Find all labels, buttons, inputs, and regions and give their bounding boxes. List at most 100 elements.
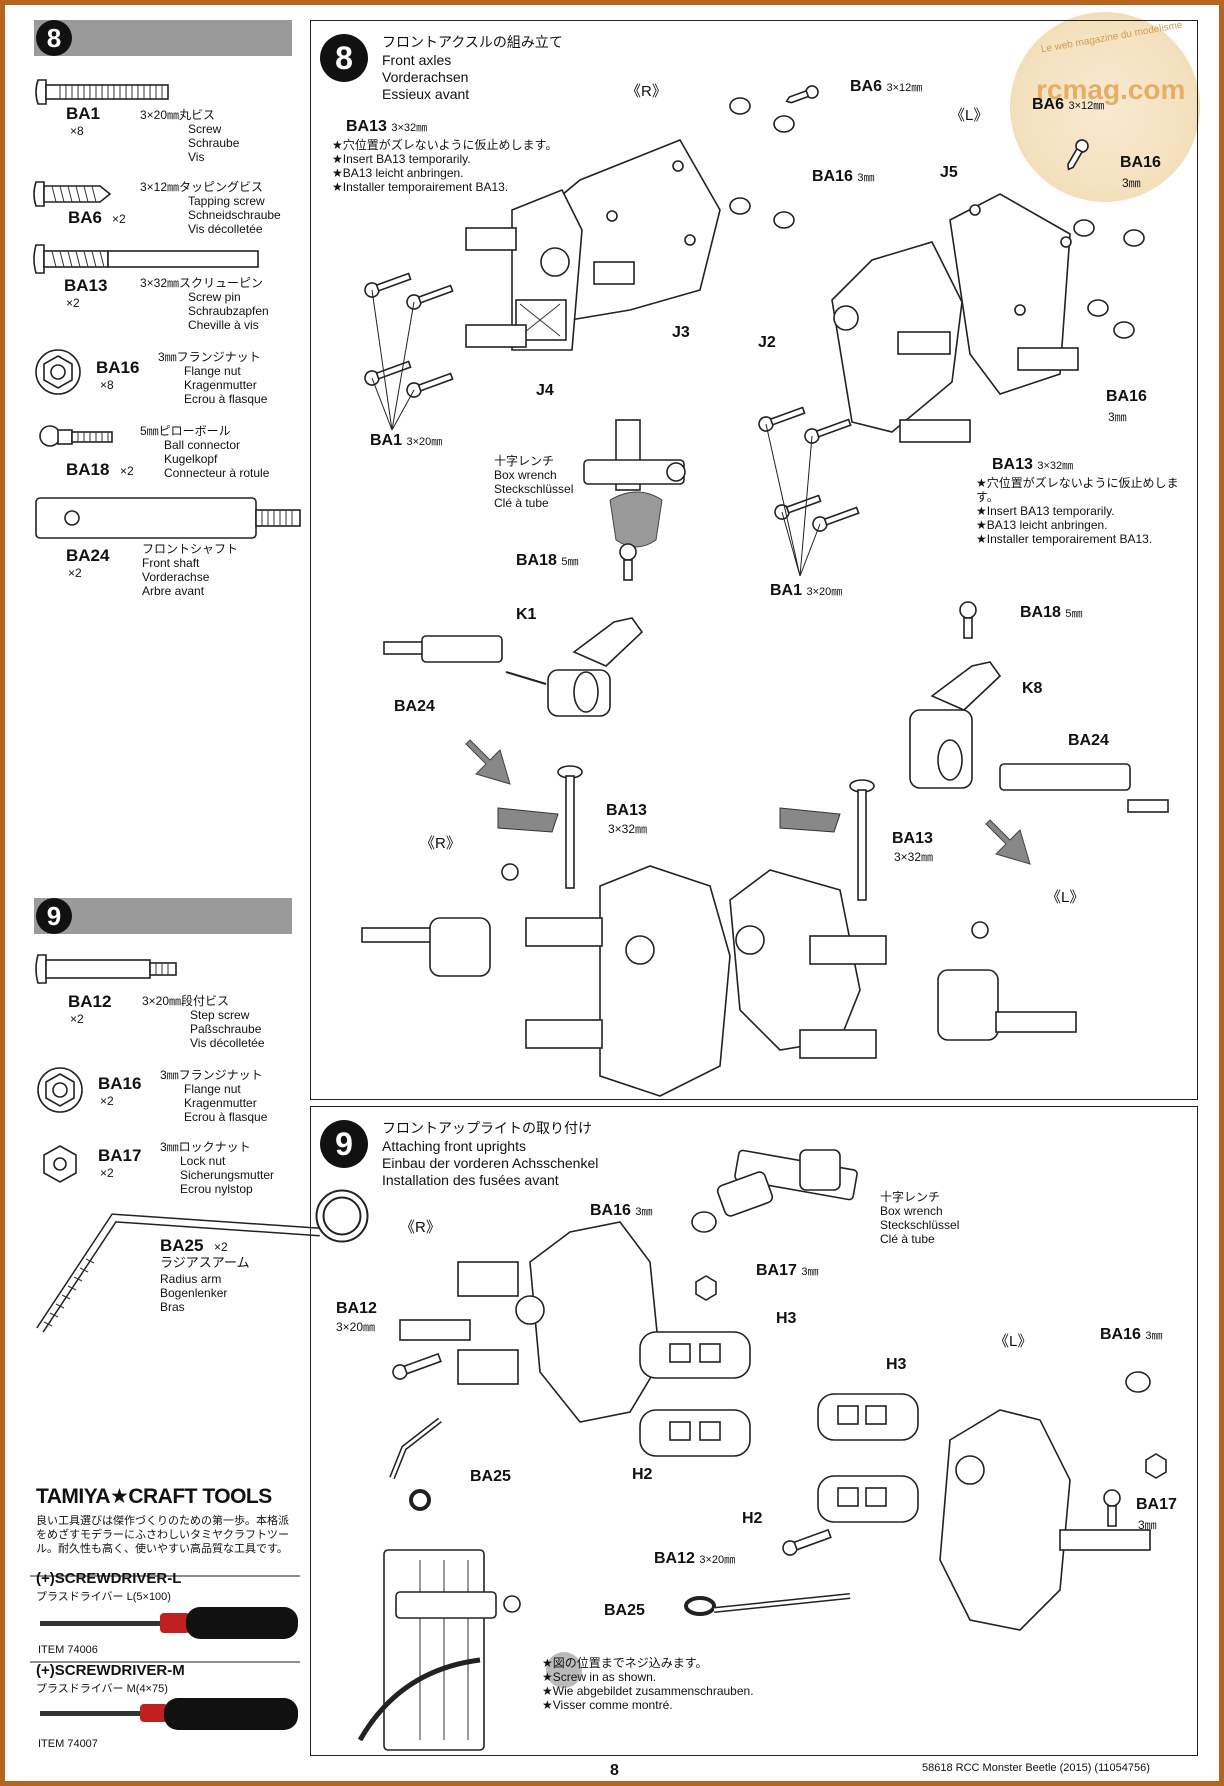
part-ba6-qty: ×2 (112, 212, 126, 226)
part-ba25-qty: ×2 (214, 1240, 228, 1254)
part-ba16b-id: BA16 (98, 1074, 142, 1093)
part-ba16-id: BA16 (96, 358, 140, 377)
grease-tube-l (779, 807, 841, 833)
sidebar8-header: 8 (34, 20, 292, 56)
ba17-nut9-l (1145, 1453, 1167, 1479)
step8-ba18-r-size: 5㎜ (561, 556, 579, 568)
part-ba13-id: BA13 (64, 276, 108, 295)
step9-ba16-l-size: 3㎜ (1145, 1330, 1163, 1342)
ba25-arm9-l (684, 1593, 851, 1616)
part-ba17-id: BA17 (98, 1146, 142, 1165)
ba17-nut9-r (695, 1275, 717, 1301)
step8-ba1-l-id: BA1 (770, 582, 803, 599)
step8-title-en: Front axles (382, 52, 452, 68)
note-l-fr: ★Installer temporairement BA13. (976, 532, 1153, 546)
step8-ba18-r: BA18 5㎜ (516, 552, 578, 570)
part-ba25-fr: Bras (160, 1300, 185, 1314)
ba12-screw9-r (392, 1352, 442, 1380)
step9-ba12-r-size: 3×20㎜ (336, 1320, 376, 1334)
step8-ba13-note-r: ★穴位置がズレないように仮止めします。 ★Insert BA13 tempora… (332, 138, 557, 194)
watermark-logo: rcmag.com Le web magazine du modelisme (1010, 12, 1200, 202)
step8-ba13-note-l: ★穴位置がズレないように仮止めします。 ★Insert BA13 tempora… (976, 476, 1188, 546)
step8-k1: K1 (516, 606, 537, 623)
wrench8-en: Box wrench (494, 468, 557, 482)
step9-wrench: 十字レンチ Box wrench Steckschlüssel Clé à tu… (880, 1190, 959, 1246)
step8-ba13-r: BA13 3×32㎜ (346, 118, 427, 136)
ba1-screws-r (364, 272, 454, 431)
step8-ba18-r-id: BA18 (516, 552, 557, 569)
step9-h2-l: H2 (742, 1510, 763, 1527)
part-ba12-jp: 3×20㎜段付ビス (142, 994, 230, 1008)
step8-ba13-r-id: BA13 (346, 118, 387, 135)
part-ba16b-en: Flange nut (184, 1082, 241, 1096)
note-l-en: ★Insert BA13 temporarily. (976, 504, 1115, 518)
part-ba6-jp: 3×12㎜タッピングビス (140, 180, 264, 194)
step8-ba1-l-size: 3×20㎜ (806, 586, 843, 598)
box-wrench-8 (583, 419, 686, 548)
lower-l-assembly (729, 869, 1077, 1059)
part-ba1-en: Screw (188, 122, 222, 136)
part-ba16-de: Kragenmutter (184, 378, 257, 392)
k1-knuckle (547, 543, 644, 717)
part-ba18-qty: ×2 (120, 464, 134, 478)
step9-ba17-r: BA17 3㎜ (756, 1262, 818, 1280)
step8-l-top: 《L》 (950, 107, 989, 124)
part-ba16-jp: 3㎜フランジナット (158, 350, 261, 364)
part-ba13-en: Screw pin (188, 290, 241, 304)
sidebar9-header: 9 (34, 898, 292, 934)
wrench9-jp: 十字レンチ (880, 1190, 941, 1204)
step8-ba13-pin-l-size: 3×32㎜ (894, 850, 934, 864)
step9-ba16-l-id: BA16 (1100, 1326, 1141, 1343)
step8-ba16-l-right: BA16 (1106, 388, 1147, 406)
ba16-nut9-l (1125, 1371, 1151, 1393)
wrench8-de: Steckschlüssel (494, 482, 574, 496)
part-ba24-id: BA24 (66, 546, 110, 565)
step9-h3-l: H3 (886, 1356, 907, 1373)
tool-m-jp: プラスドライバー M(4×75) (36, 1683, 168, 1695)
j3-j4-assembly (465, 138, 721, 351)
part-ba17-de: Sicherungsmutter (180, 1168, 275, 1182)
part-ba16b-qty: ×2 (100, 1094, 114, 1108)
grease-tube-r (497, 807, 559, 833)
step9-ba12-l: BA12 3×20㎜ (654, 1550, 735, 1568)
step8-ba18-l-size: 5㎜ (1065, 608, 1083, 620)
screw-note-fr: ★Visser comme montré. (542, 1698, 673, 1712)
l-upright-assembly (817, 1393, 1151, 1631)
note-r-fr: ★Installer temporairement BA13. (332, 180, 509, 194)
ba24-shaft-drawing (35, 497, 301, 539)
step8-ba1-r-size: 3×20㎜ (406, 436, 443, 448)
part-ba1-id: BA1 (66, 104, 101, 123)
screwdriver-m-drawing (40, 1698, 298, 1730)
tools-brand: TAMIYA★CRAFT TOOLS (36, 1485, 272, 1508)
step8-ba6-r: BA6 3×12㎜ (850, 78, 922, 96)
step8-ba13-pin-r-size: 3×32㎜ (608, 822, 648, 836)
note-r-de: ★BA13 leicht anbringen. (332, 166, 464, 180)
step8-title-de: Vorderachsen (382, 69, 469, 85)
step9-screw-note: ★図の位置までネジ込みます。 ★Screw in as shown. ★Wie … (542, 1656, 754, 1712)
part-ba12-qty: ×2 (70, 1012, 84, 1026)
step9-h3-r: H3 (776, 1310, 797, 1327)
part-ba16b-jp: 3㎜フランジナット (160, 1068, 263, 1082)
part-ba24-fr: Arbre avant (142, 584, 205, 598)
part-ba13-fr: Cheville à vis (188, 318, 259, 332)
step8-title-fr: Essieux avant (382, 86, 470, 102)
ba1-screws-l (758, 406, 860, 577)
step9-panel (310, 1106, 1198, 1756)
page-number: 8 (610, 1762, 619, 1779)
step8-ba13-l-id: BA13 (992, 456, 1033, 473)
part-ba17-jp: 3㎜ロックナット (160, 1140, 251, 1154)
part-ba18-de: Kugelkopf (164, 452, 218, 466)
down-arrow-l (985, 819, 1031, 865)
part-ba17-fr: Ecrou nylstop (180, 1182, 253, 1196)
screw-note-de: ★Wie abgebildet zusammenschrauben. (542, 1684, 754, 1698)
step8-ba18-l-id: BA18 (1020, 604, 1061, 621)
lower-r-assembly (361, 863, 731, 1097)
step9-ba16-r-id: BA16 (590, 1202, 631, 1219)
part-ba13-qty: ×2 (66, 296, 80, 310)
ba25-arm-drawing (36, 1189, 369, 1333)
step8-ba18-l: BA18 5㎜ (1020, 604, 1082, 622)
ba6-screw-drawing (33, 181, 112, 207)
part-ba1-jp: 3×20㎜丸ビス (140, 108, 216, 122)
